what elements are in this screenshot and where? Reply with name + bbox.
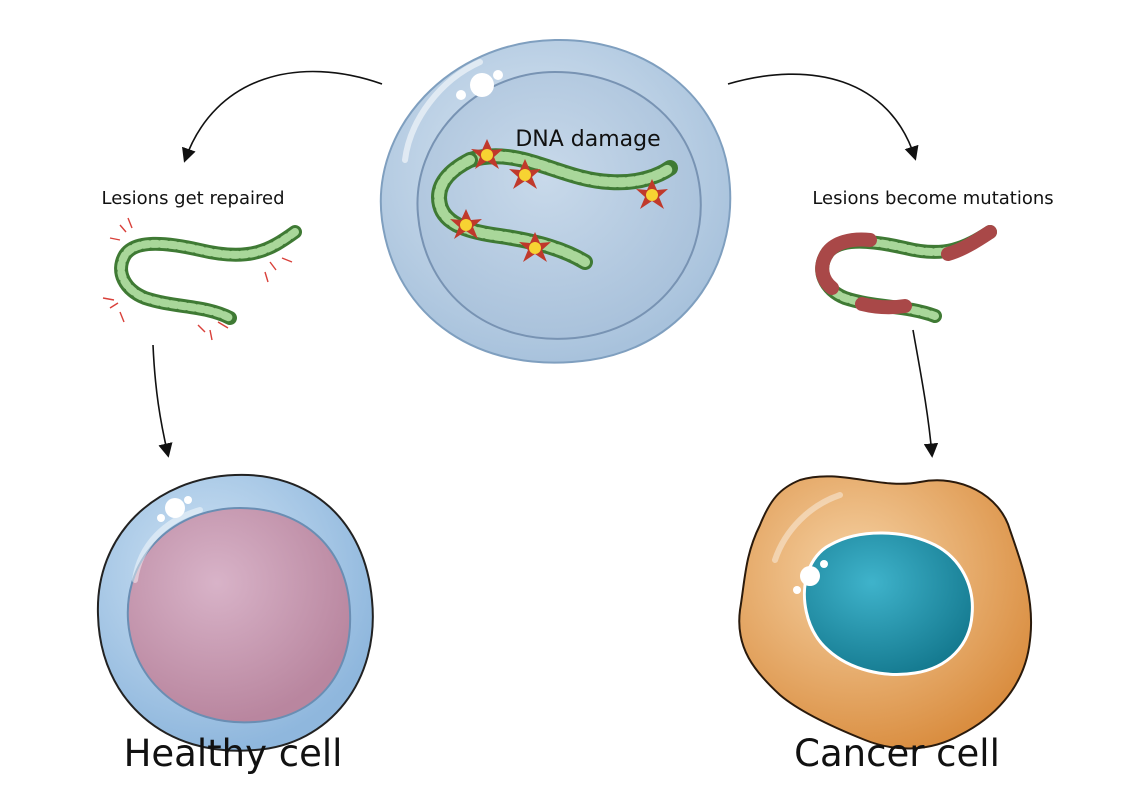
arrow-to-mutations <box>727 73 919 161</box>
repaired-label: Lesions get repaired <box>101 188 284 209</box>
cancer-bubble-small <box>793 586 801 594</box>
cancer-bubble-small <box>820 560 828 568</box>
arrow-to-repaired <box>182 70 383 163</box>
cancer-cell-label: Cancer cell <box>794 732 1000 775</box>
mutations-label: Lesions become mutations <box>812 188 1053 209</box>
highlight-bubbles <box>456 70 503 100</box>
cancer-cell <box>738 475 1033 750</box>
healthy-bubble-large <box>165 498 185 518</box>
damage-burst-icons <box>450 139 668 262</box>
healthy-cell <box>96 473 374 752</box>
repair-lesion-marks <box>102 217 293 341</box>
healthy-cell-label: Healthy cell <box>124 732 343 775</box>
healthy-bubble-small <box>184 496 192 504</box>
mutated-dna-strand <box>815 225 997 323</box>
arrow-to-healthy <box>152 344 173 458</box>
dna-damage-label: DNA damage <box>515 127 660 152</box>
damaged-cell <box>379 38 732 364</box>
cancer-bubble-large <box>800 566 820 586</box>
arrow-to-cancer <box>912 329 939 458</box>
repaired-dna-strand <box>114 225 302 325</box>
healthy-bubble-small <box>157 514 165 522</box>
